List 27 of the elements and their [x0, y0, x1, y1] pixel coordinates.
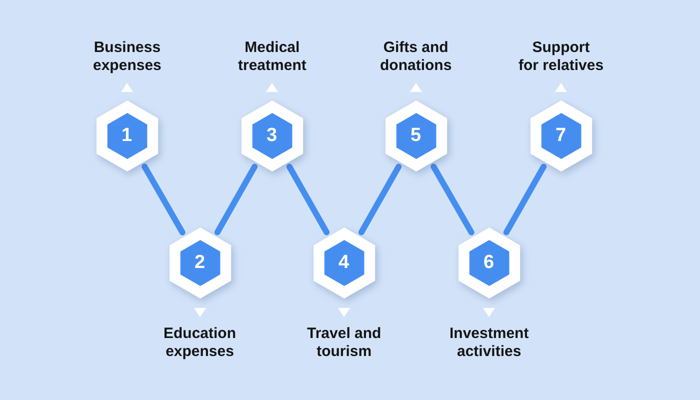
- step-label: Gifts and donations: [380, 39, 452, 75]
- connector-line: [142, 164, 186, 236]
- step-label: Business expenses: [93, 39, 162, 75]
- connector-line: [214, 164, 258, 236]
- step-label: Investment activities: [450, 325, 529, 361]
- connector-line: [430, 164, 474, 236]
- connector-line: [358, 164, 402, 236]
- hexagon-node: [386, 101, 446, 171]
- hexagon-node: [530, 101, 592, 171]
- step-number: 4: [338, 252, 350, 274]
- step-label: Travel and tourism: [307, 325, 382, 361]
- hexagon-node: [242, 101, 302, 171]
- step-label: Support for relatives: [518, 39, 604, 75]
- hexagon-node: [96, 101, 158, 171]
- hexagon-node: [314, 228, 374, 298]
- step-number: 6: [483, 252, 494, 274]
- step-number: 1: [121, 125, 132, 147]
- step-label: Medical treatment: [238, 39, 306, 75]
- hexagon-node: [170, 228, 230, 298]
- step-number: 7: [555, 125, 566, 147]
- hexagon-node: [458, 228, 520, 298]
- step-number: 5: [410, 125, 422, 147]
- connector-line: [503, 164, 547, 236]
- step-number: 2: [194, 252, 206, 274]
- connector-line: [286, 164, 330, 236]
- step-number: 3: [266, 125, 278, 147]
- step-label: Education expenses: [164, 325, 236, 361]
